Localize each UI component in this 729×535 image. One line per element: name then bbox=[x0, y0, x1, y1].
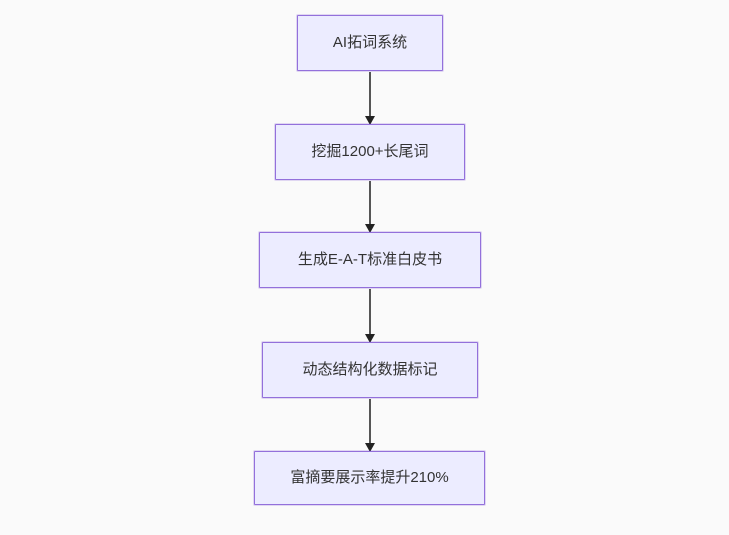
arrow-down-icon bbox=[365, 443, 375, 452]
node-label: 挖掘1200+长尾词 bbox=[311, 143, 429, 160]
node-label: 生成E-A-T标准白皮书 bbox=[297, 251, 443, 268]
arrow-line bbox=[369, 72, 371, 124]
flowchart-arrow-4 bbox=[365, 399, 375, 452]
node-label: 富摘要展示率提升210% bbox=[290, 469, 449, 486]
flowchart-arrow-3 bbox=[365, 289, 375, 343]
node-label: 动态结构化数据标记 bbox=[302, 361, 438, 378]
arrow-down-icon bbox=[365, 116, 375, 125]
flowchart-node-ai-word-system: AI拓词系统 bbox=[297, 15, 443, 71]
node-label: AI拓词系统 bbox=[332, 34, 408, 51]
flowchart-node-eat-whitepaper: 生成E-A-T标准白皮书 bbox=[259, 232, 481, 288]
flowchart-node-structured-data: 动态结构化数据标记 bbox=[262, 342, 478, 398]
arrow-down-icon bbox=[365, 224, 375, 233]
flowchart-node-rich-snippet-result: 富摘要展示率提升210% bbox=[254, 451, 485, 505]
flowchart-node-longtail-mining: 挖掘1200+长尾词 bbox=[275, 124, 465, 180]
arrow-line bbox=[369, 399, 371, 451]
arrow-down-icon bbox=[365, 334, 375, 343]
flowchart-arrow-1 bbox=[365, 72, 375, 125]
arrow-line bbox=[369, 181, 371, 232]
flowchart-arrow-2 bbox=[365, 181, 375, 233]
arrow-line bbox=[369, 289, 371, 342]
